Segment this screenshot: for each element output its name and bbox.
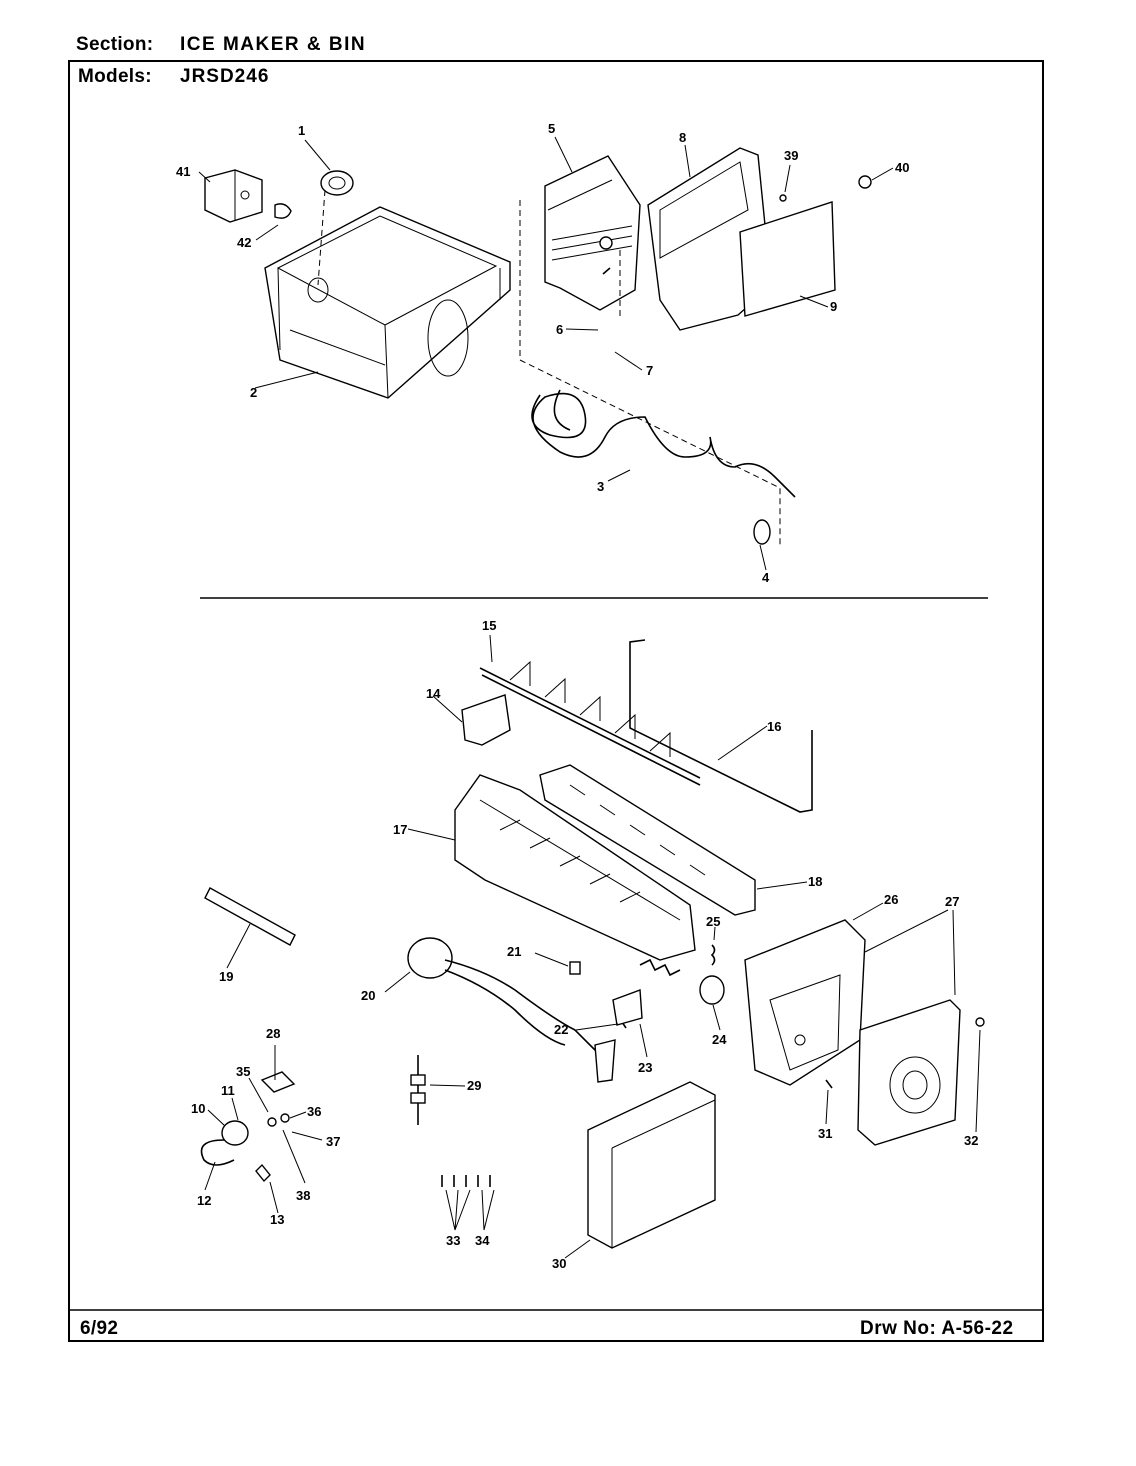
callout-14: 14 [426, 686, 441, 701]
part-shut-off-arm [629, 639, 813, 813]
callout-11: 11 [221, 1083, 235, 1098]
diagram-frame [68, 60, 1044, 1342]
callout-2: 2 [250, 385, 257, 400]
section-label: Section: [76, 34, 154, 55]
callout-32: 32 [964, 1133, 978, 1148]
callout-35: 35 [236, 1064, 250, 1079]
part-control-housing [744, 919, 866, 1086]
callout-labels: 1 2 3 4 5 6 7 8 9 10 11 12 13 14 15 16 1… [176, 121, 978, 1271]
part-25 [710, 944, 716, 966]
part-screw-39 [779, 194, 787, 202]
callout-3: 3 [597, 479, 604, 494]
callout-20: 20 [361, 988, 375, 1003]
callout-42: 42 [237, 235, 251, 250]
callout-31: 31 [818, 1126, 832, 1141]
part-stripper [539, 764, 756, 916]
callout-30: 30 [552, 1256, 566, 1271]
callout-22: 22 [554, 1022, 568, 1037]
callout-1: 1 [298, 123, 305, 138]
part-bracket [461, 694, 511, 746]
part-spring [639, 958, 681, 977]
part-auger [531, 392, 796, 498]
leader-lines [198, 136, 981, 1259]
part-motor-cover [857, 999, 961, 1146]
callout-41: 41 [176, 164, 190, 179]
part-32 [975, 1017, 985, 1027]
part-harness [407, 937, 616, 1083]
callout-8: 8 [679, 130, 686, 145]
part-screw-40 [858, 175, 872, 189]
part-mold [454, 774, 696, 961]
callout-9: 9 [830, 299, 837, 314]
callout-36: 36 [307, 1104, 321, 1119]
callout-33: 33 [446, 1233, 460, 1248]
part-24 [699, 975, 725, 1005]
part-nut [599, 236, 613, 250]
callout-18: 18 [808, 874, 822, 889]
callout-19: 19 [219, 969, 233, 984]
part-cover-box [587, 1081, 716, 1249]
footer-date: 6/92 [80, 1318, 119, 1339]
callout-25: 25 [706, 914, 720, 929]
part-chute [544, 155, 641, 311]
models-value: JRSD246 [180, 66, 270, 87]
callout-37: 37 [326, 1134, 340, 1149]
callout-26: 26 [884, 892, 898, 907]
models-label: Models: [78, 66, 152, 87]
callout-24: 24 [712, 1032, 727, 1047]
part-31 [825, 1079, 833, 1089]
part-door-panel [739, 201, 836, 317]
drawing-number: Drw No: A-56-22 [860, 1318, 1014, 1339]
part-pin [602, 267, 611, 275]
section-value: ICE MAKER & BIN [180, 34, 367, 55]
part-ejector [479, 660, 701, 786]
part-fitting [410, 1055, 426, 1125]
callout-17: 17 [393, 822, 407, 837]
part-bin-knob [317, 170, 354, 286]
callout-29: 29 [467, 1078, 481, 1093]
callout-34: 34 [475, 1233, 490, 1248]
part-heater-sleeve [204, 887, 296, 946]
callout-27: 27 [945, 894, 959, 909]
part-21 [569, 961, 581, 975]
callout-28: 28 [266, 1026, 280, 1041]
callout-15: 15 [482, 618, 496, 633]
callout-39: 39 [784, 148, 798, 163]
callout-38: 38 [296, 1188, 310, 1203]
part-clip [274, 203, 292, 219]
callout-16: 16 [767, 719, 781, 734]
callout-23: 23 [638, 1060, 652, 1075]
part-coupler [753, 519, 771, 545]
callout-4: 4 [762, 570, 770, 585]
part-23 [612, 989, 643, 1026]
callout-7: 7 [646, 363, 653, 378]
callout-6: 6 [556, 322, 563, 337]
callout-40: 40 [895, 160, 909, 175]
part-screws [441, 1175, 491, 1187]
callout-21: 21 [507, 944, 521, 959]
part-water-valve [200, 1071, 296, 1183]
callout-13: 13 [270, 1212, 284, 1227]
callout-12: 12 [197, 1193, 211, 1208]
callout-5: 5 [548, 121, 555, 136]
part-motor [204, 169, 263, 223]
callout-10: 10 [191, 1101, 205, 1116]
part-ice-bin [264, 206, 511, 399]
